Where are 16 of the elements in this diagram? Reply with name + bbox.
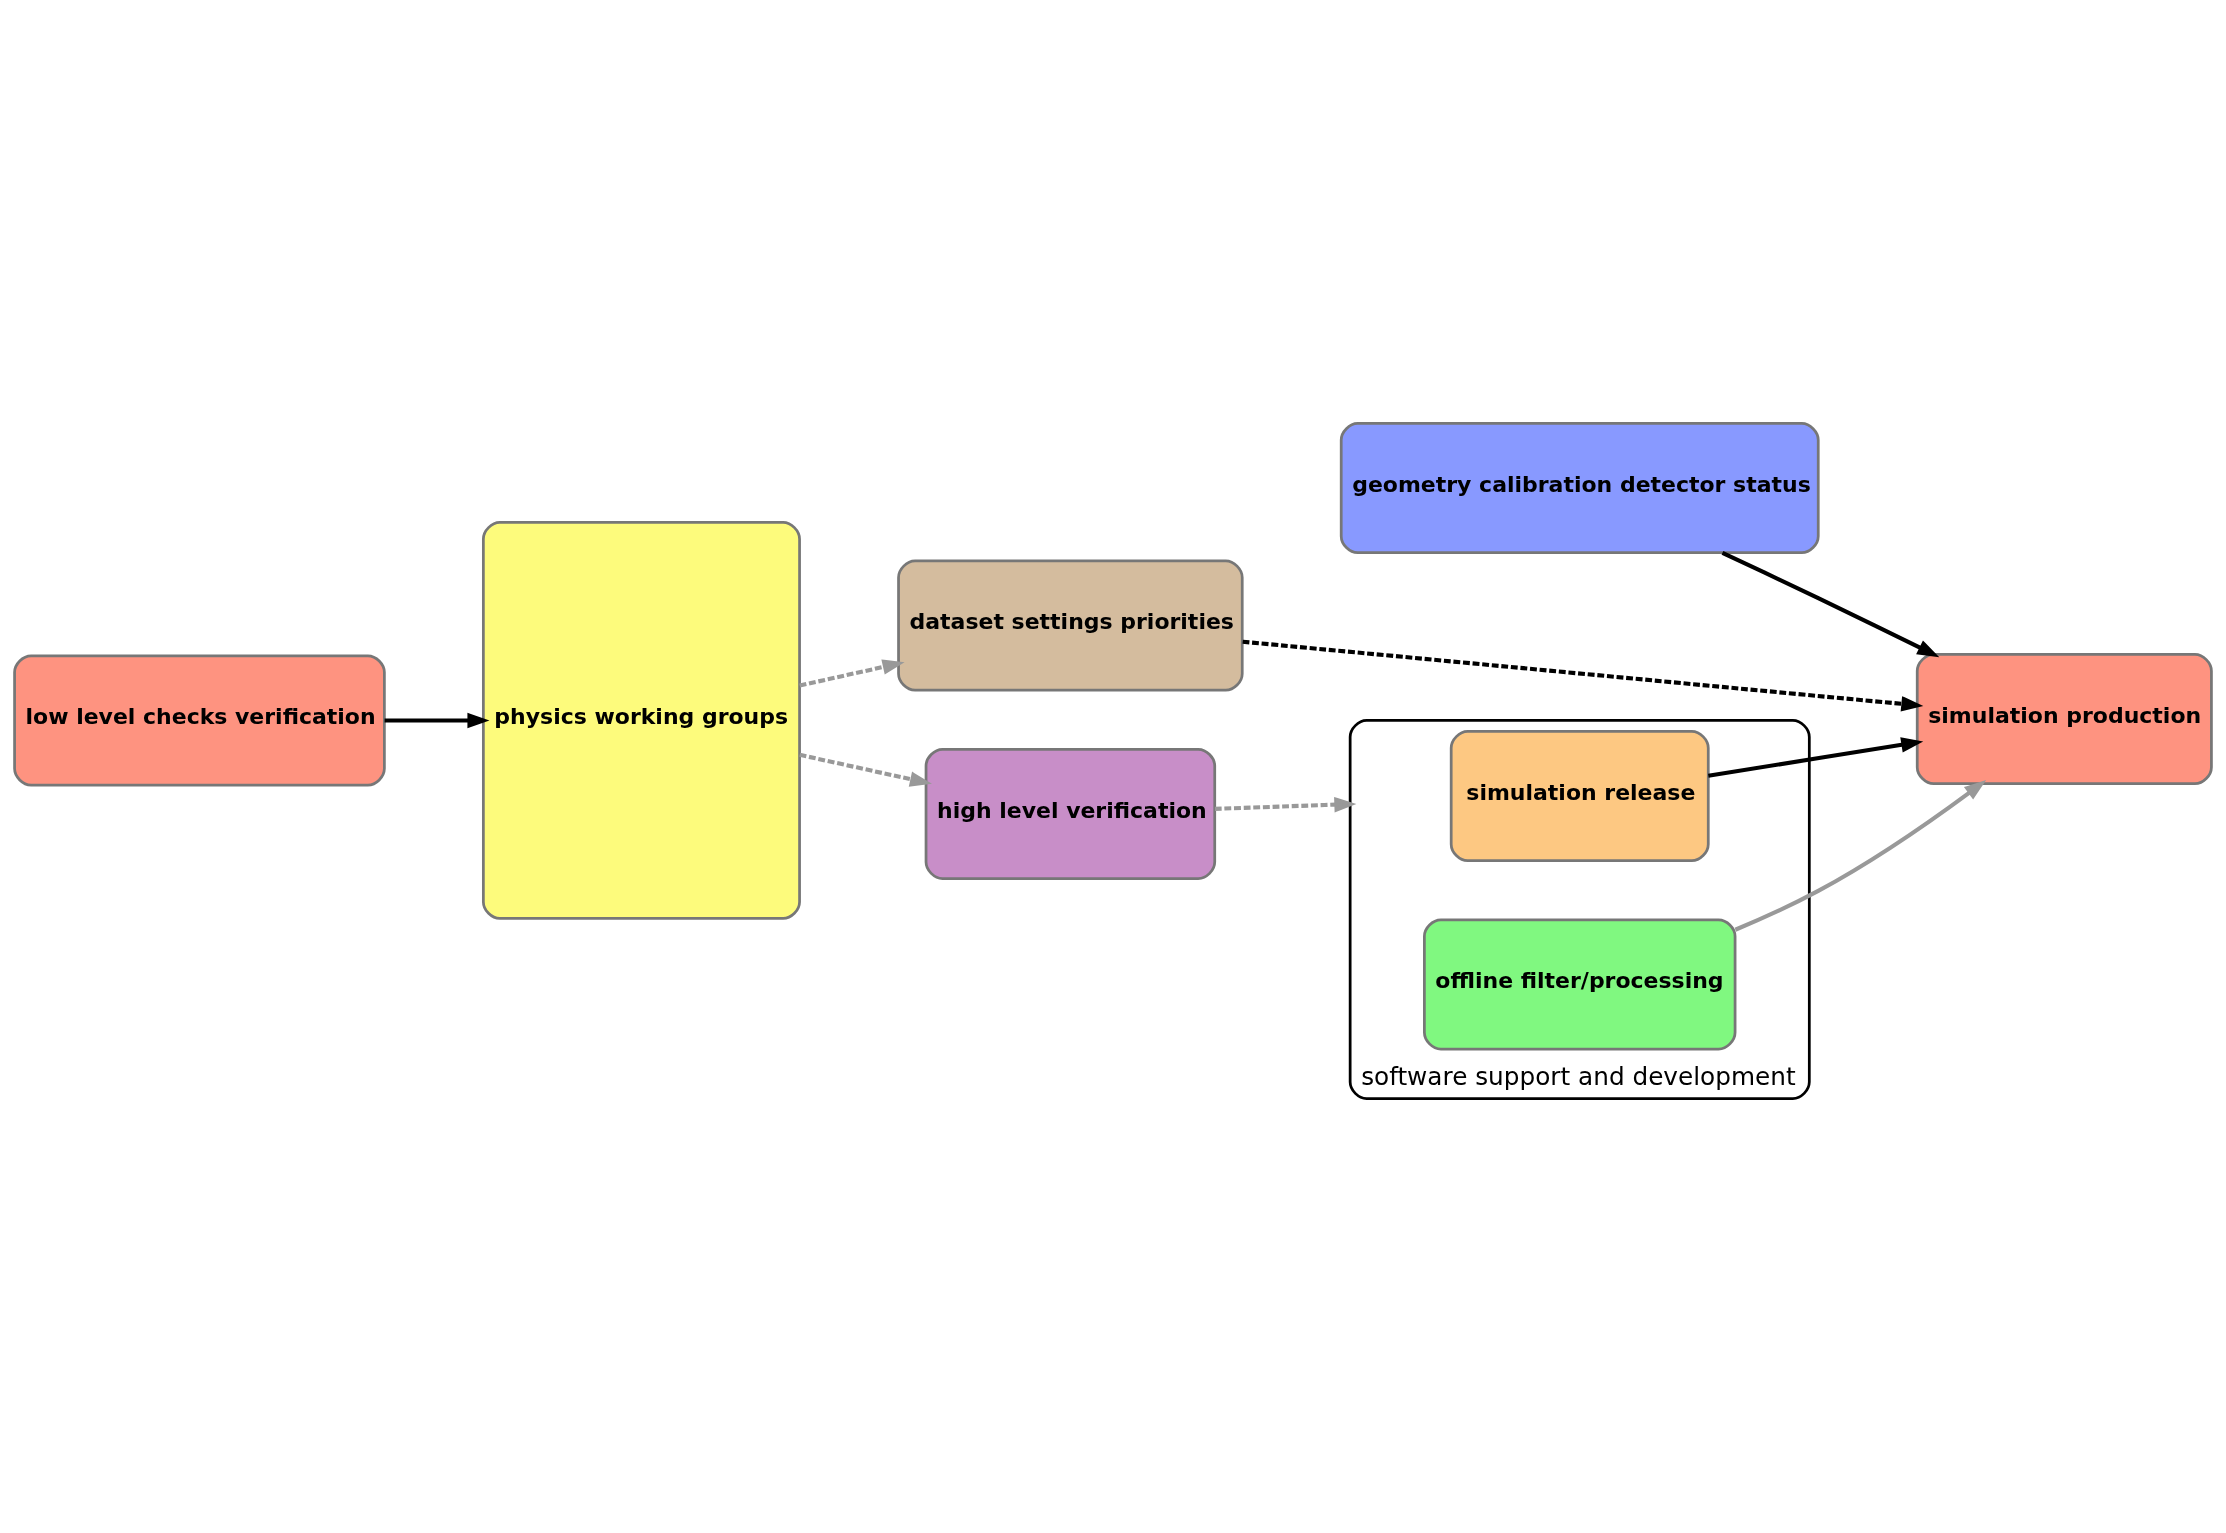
arrow — [1734, 780, 1987, 932]
arrow — [799, 752, 932, 787]
node-box: low level checks verification — [13, 654, 386, 787]
node-box: offline filter/processing — [1423, 918, 1737, 1051]
node-box: simulation release — [1449, 730, 1710, 863]
node-box: geometry calibration detector status — [1339, 422, 1820, 555]
arrow — [1214, 796, 1357, 813]
arrow — [384, 712, 490, 729]
arrow — [799, 659, 905, 688]
node-box: simulation production — [1915, 653, 2213, 786]
node-box: dataset settings priorities — [897, 559, 1244, 692]
node-box: high level verification — [924, 747, 1217, 880]
arrow — [1721, 551, 1940, 658]
node-box: physics working groups — [482, 521, 801, 920]
arrow — [1242, 639, 1924, 712]
arrow — [1708, 737, 1924, 778]
